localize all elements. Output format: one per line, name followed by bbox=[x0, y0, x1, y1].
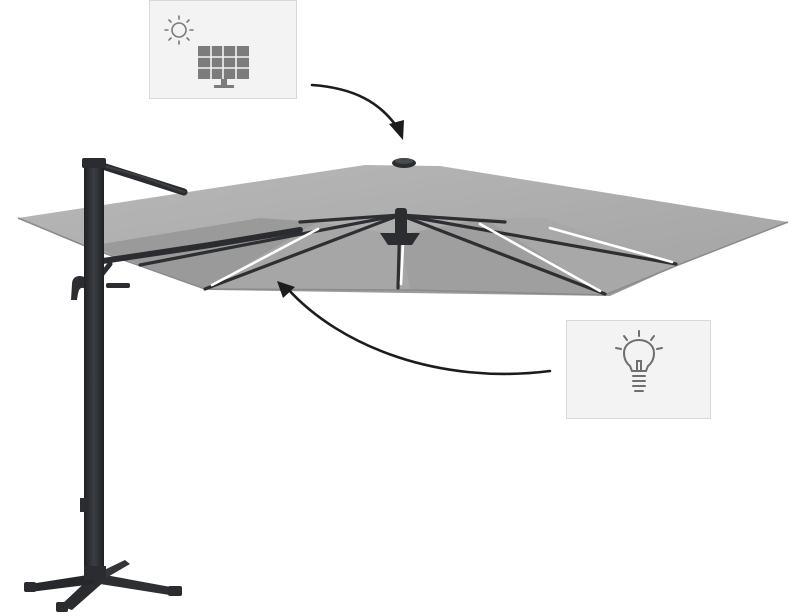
led-strips bbox=[210, 222, 674, 293]
canopy-front-panel-center bbox=[205, 222, 410, 290]
central-hub bbox=[380, 208, 420, 245]
light-callout-arrow bbox=[277, 281, 552, 376]
sun-icon bbox=[164, 15, 194, 45]
main-pole bbox=[84, 160, 104, 574]
light-callout bbox=[566, 320, 711, 419]
solar-callout-arrow bbox=[310, 83, 404, 140]
solar-callout bbox=[149, 0, 297, 99]
light-callout-graphic bbox=[615, 330, 663, 392]
solar-callout-graphic bbox=[164, 15, 249, 88]
solar-cap bbox=[392, 158, 416, 168]
solar-panel-icon bbox=[198, 46, 249, 88]
light-bulb-icon bbox=[615, 330, 663, 392]
cross-base bbox=[24, 560, 182, 612]
